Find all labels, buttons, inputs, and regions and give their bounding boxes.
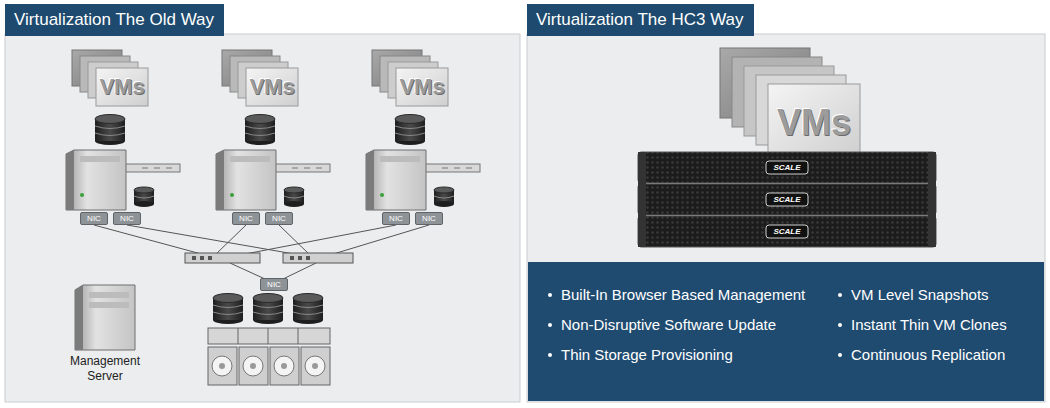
feature-item: Thin Storage Provisioning: [548, 346, 838, 363]
feature-text: Instant Thin VM Clones: [851, 316, 1007, 333]
nic-label: NIC: [87, 214, 101, 223]
bullet-dot: [838, 293, 842, 297]
brand-badge: SCALE: [766, 193, 808, 206]
bullet-dot: [838, 323, 842, 327]
nic-label: NIC: [120, 214, 134, 223]
feature-item: VM Level Snapshots: [838, 286, 1036, 303]
nic-box: NIC: [265, 212, 293, 225]
server-label: Management Server: [60, 354, 150, 384]
feature-item: Instant Thin VM Clones: [838, 316, 1036, 333]
feature-list: Built-In Browser Based Management VM Leve…: [548, 286, 1036, 363]
feature-item: Non-Disruptive Software Update: [548, 316, 838, 333]
feature-text: Built-In Browser Based Management: [561, 286, 805, 303]
vm-label: VMs: [249, 74, 294, 100]
vm-label: VMs: [777, 102, 851, 144]
vm-card: VMs: [768, 98, 860, 148]
bullet-dot: [548, 323, 552, 327]
vm-label: VMs: [99, 74, 144, 100]
feature-item: Built-In Browser Based Management: [548, 286, 838, 303]
brand-badge: SCALE: [766, 225, 808, 238]
feature-item: Continuous Replication: [838, 346, 1036, 363]
nic-label: NIC: [422, 214, 436, 223]
vm-card: VMs: [246, 68, 298, 106]
vm-card: VMs: [396, 68, 448, 106]
nic-label: NIC: [239, 214, 253, 223]
feature-text: Continuous Replication: [851, 346, 1005, 363]
feature-text: VM Level Snapshots: [851, 286, 989, 303]
nic-box: NIC: [382, 212, 410, 225]
nic-label: NIC: [267, 280, 281, 289]
feature-text: Thin Storage Provisioning: [561, 346, 733, 363]
bullet-dot: [548, 353, 552, 357]
bullet-dot: [838, 353, 842, 357]
nic-label: NIC: [389, 214, 403, 223]
bullet-dot: [548, 293, 552, 297]
panel: Virtualization The Old WayVMs VMs VMsNIC NI…: [5, 4, 520, 402]
vm-label: VMs: [399, 74, 444, 100]
nic-box: NIC: [113, 212, 141, 225]
panel-title: Virtualization The HC3 Way: [527, 4, 754, 36]
brand-badge: SCALE: [766, 161, 808, 174]
vm-card: VMs: [96, 68, 148, 106]
feature-band: Built-In Browser Based Management VM Leve…: [528, 262, 1044, 401]
nic-label: NIC: [272, 214, 286, 223]
feature-text: Non-Disruptive Software Update: [561, 316, 776, 333]
nic-box: NIC: [260, 278, 288, 291]
nic-box: NIC: [415, 212, 443, 225]
nic-box: NIC: [80, 212, 108, 225]
panel-title: Virtualization The Old Way: [5, 4, 224, 36]
nic-box: NIC: [232, 212, 260, 225]
